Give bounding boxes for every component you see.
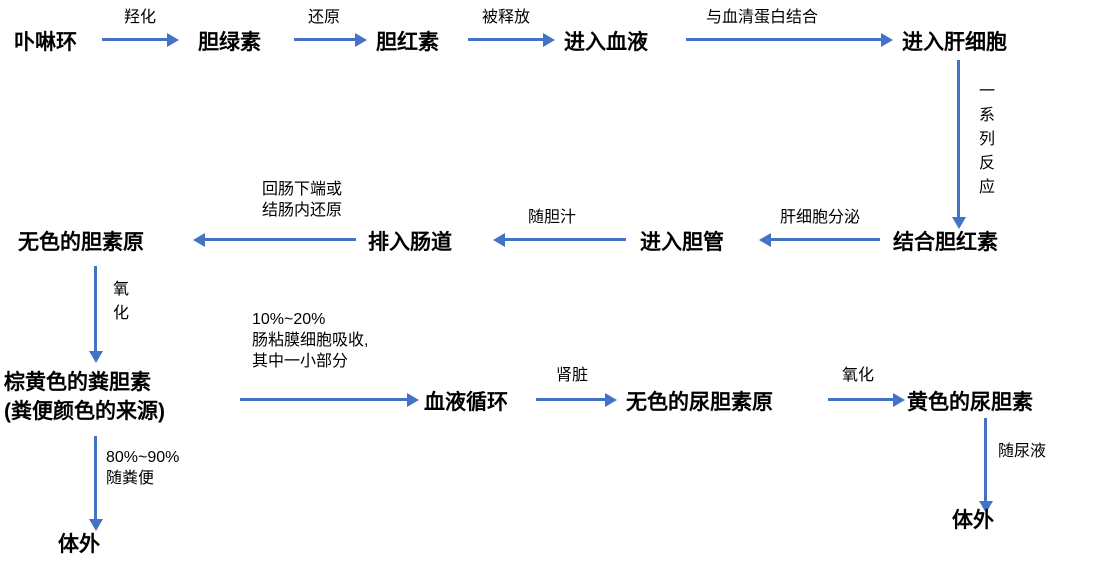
edge-label-with-feces: 80%~90% 随粪便	[106, 449, 180, 487]
node-outside-body-left: 体外	[58, 533, 100, 556]
node-outside-body-right: 体外	[952, 509, 994, 532]
edge-label-with-bile: 随胆汁	[528, 209, 577, 226]
arrow-blood-to-liver	[686, 38, 882, 41]
node-yellow-urobilin: 黄色的尿胆素	[907, 391, 1033, 414]
edge-label-released: 被释放	[482, 9, 531, 26]
edge-label-with-urine: 随尿液	[998, 443, 1047, 460]
edge-label-hydroxylation: 羟化	[124, 9, 157, 26]
arrow-conjugated-to-bileduct	[770, 238, 880, 241]
edge-label-reduction: 还原	[308, 9, 341, 26]
node-porphyrin: 卟啉环	[14, 31, 77, 54]
arrow-bileduct-to-intestine	[504, 238, 626, 241]
arrow-porphyrin-to-biliverdin	[102, 38, 168, 41]
edge-label-series-of-reactions: 一系列反应	[976, 82, 993, 202]
arrow-urobilin-to-outside	[984, 418, 987, 502]
node-bilirubin: 胆红素	[376, 31, 439, 54]
edge-label-ileum-colon-reduction: 回肠下端或 结肠内还原	[261, 181, 342, 219]
node-colorless-urobilinogen: 无色的尿胆素原	[626, 391, 773, 414]
arrow-stercobilin-to-circulation	[240, 398, 408, 401]
arrow-biliverdin-to-bilirubin	[294, 38, 356, 41]
edge-label-liver-cell-secretion: 肝细胞分泌	[780, 209, 861, 226]
node-blood-circulation: 血液循环	[424, 391, 508, 414]
node-enter-liver: 进入肝细胞	[902, 31, 1007, 54]
node-into-intestine: 排入肠道	[368, 231, 452, 254]
edge-label-bind-serum-protein: 与血清蛋白结合	[706, 9, 819, 26]
arrow-liver-to-conjugated	[957, 60, 960, 218]
edge-label-oxidation-left: 氧化	[110, 280, 127, 328]
node-stercobilin: 棕黄色的粪胆素 (粪便颜色的来源)	[4, 371, 165, 424]
node-enter-bile-duct: 进入胆管	[640, 231, 724, 254]
node-enter-blood: 进入血液	[564, 31, 648, 54]
edge-label-kidney: 肾脏	[556, 367, 589, 384]
arrow-bilirubin-to-blood	[468, 38, 544, 41]
node-colorless-bilinogen: 无色的胆素原	[18, 231, 144, 254]
edge-label-absorption: 10%~20% 肠粘膜细胞吸收, 其中一小部分	[252, 311, 369, 370]
edge-label-oxidation-right: 氧化	[842, 367, 875, 384]
arrow-urobilinogen-to-urobilin	[828, 398, 894, 401]
arrow-intestine-to-bilinogen	[204, 238, 356, 241]
arrow-bilinogen-to-stercobilin	[94, 266, 97, 352]
arrow-stercobilin-to-outside	[94, 436, 97, 520]
node-biliverdin: 胆绿素	[198, 31, 261, 54]
node-conjugated-bilirubin: 结合胆红素	[893, 231, 998, 254]
arrow-circulation-to-urobilinogen	[536, 398, 606, 401]
